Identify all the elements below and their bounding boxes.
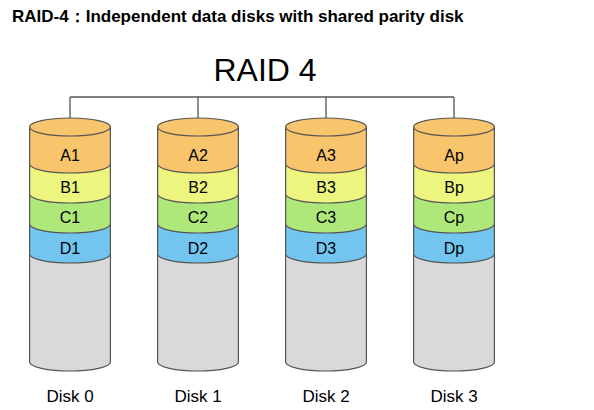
stripe-band xyxy=(414,127,495,203)
disk-cylinder: Disk 3 ApBpCpDp xyxy=(413,110,495,408)
bracket-drop xyxy=(453,97,454,118)
disk-stripe: C2 xyxy=(157,206,239,230)
disk-cylinder: Disk 0 A1B1C1D1 xyxy=(29,110,111,408)
stripe-block: C2 xyxy=(188,206,208,230)
disk-stripe: D2 xyxy=(157,237,239,261)
stripe-block: B1 xyxy=(60,176,80,200)
stripe-block: B3 xyxy=(316,176,336,200)
stripe-block: Cp xyxy=(444,206,464,230)
stripe-band xyxy=(30,127,111,203)
diagram-title: RAID-4：Independent data disks with share… xyxy=(12,6,464,28)
stripe-band xyxy=(30,127,111,263)
disk-label: Disk 2 xyxy=(285,386,367,408)
disk-stripe: D3 xyxy=(285,237,367,261)
cylinder-top xyxy=(414,118,495,136)
stripe-band xyxy=(286,127,367,233)
stripe-block: C1 xyxy=(60,206,80,230)
raid-level-label: RAID 4 xyxy=(140,50,390,90)
bracket-drop xyxy=(325,97,326,118)
stripe-band xyxy=(286,127,367,263)
disk-label: Disk 1 xyxy=(157,386,239,408)
stripe-band xyxy=(158,127,239,233)
disk-stripe: C3 xyxy=(285,206,367,230)
disk-stripe: Dp xyxy=(413,237,495,261)
stripe-band xyxy=(158,127,239,263)
bracket-drop xyxy=(69,97,70,118)
stripe-block: B2 xyxy=(188,176,208,200)
cylinder-top xyxy=(158,118,239,136)
bracket-line xyxy=(70,96,454,97)
cylinder-body xyxy=(286,127,367,371)
disk-stripe: A2 xyxy=(157,144,239,168)
cylinder-top xyxy=(286,118,367,136)
stripe-block: D2 xyxy=(188,237,208,261)
stripe-band xyxy=(158,127,239,203)
disk-stripe: A3 xyxy=(285,144,367,168)
stripe-block: D3 xyxy=(316,237,336,261)
disk-cylinder: Disk 1 A2B2C2D2 xyxy=(157,110,239,408)
stripe-band xyxy=(414,127,495,263)
stripe-block: D1 xyxy=(60,237,80,261)
stripe-band xyxy=(286,127,367,203)
disk-label: Disk 0 xyxy=(29,386,111,408)
stripe-block: C3 xyxy=(316,206,336,230)
disk-stripe: Bp xyxy=(413,176,495,200)
disk-stripe: Ap xyxy=(413,144,495,168)
stripe-block: A3 xyxy=(316,144,336,168)
disk-stripe: B3 xyxy=(285,176,367,200)
disk-stripe: B1 xyxy=(29,176,111,200)
cylinder-body xyxy=(414,127,495,371)
cylinder-body xyxy=(158,127,239,371)
disk-stripe: C1 xyxy=(29,206,111,230)
disk-stripe: D1 xyxy=(29,237,111,261)
cylinder-body xyxy=(30,127,111,371)
stripe-band xyxy=(30,127,111,233)
cylinder-top xyxy=(30,118,111,136)
disk-stripe: A1 xyxy=(29,144,111,168)
stripe-block: Ap xyxy=(444,144,464,168)
stripe-block: Dp xyxy=(444,237,464,261)
disk-stripe: B2 xyxy=(157,176,239,200)
stripe-block: A1 xyxy=(60,144,80,168)
bracket-drop xyxy=(197,97,198,118)
disk-stripe: Cp xyxy=(413,206,495,230)
disk-label: Disk 3 xyxy=(413,386,495,408)
stripe-block: Bp xyxy=(444,176,464,200)
stripe-band xyxy=(414,127,495,233)
stripe-block: A2 xyxy=(188,144,208,168)
disk-cylinder: Disk 2 A3B3C3D3 xyxy=(285,110,367,408)
